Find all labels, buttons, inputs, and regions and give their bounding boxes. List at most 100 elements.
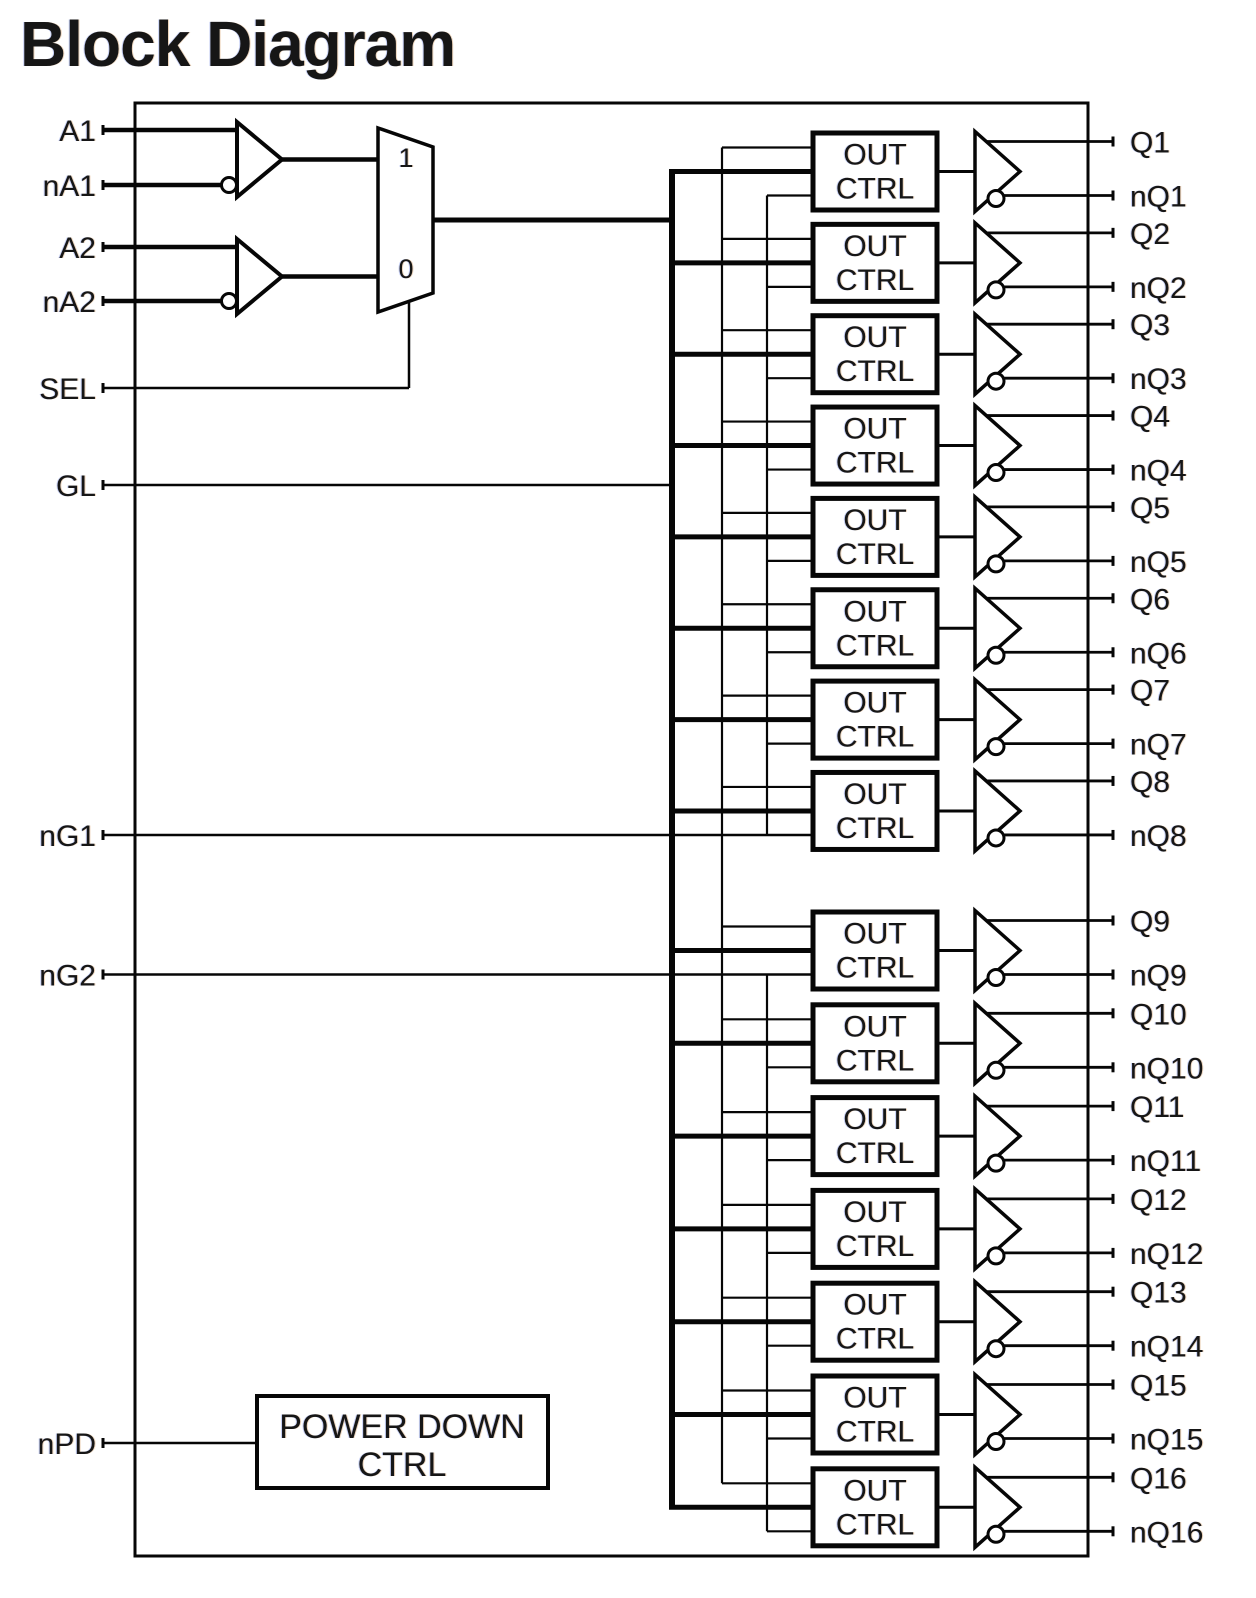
pin-label-q2: Q2 bbox=[1130, 218, 1170, 251]
out-ctrl-label-line1: OUT bbox=[843, 918, 906, 951]
pin-label-gl: GL bbox=[56, 470, 96, 503]
pin-label-ng1: nG1 bbox=[39, 820, 96, 853]
diagram-graphics: A1nA1A2nA2SELGLnG1nG2nPD10OUTCTRLQ1nQ1OU… bbox=[38, 101, 1203, 1558]
pin-label-q1: Q1 bbox=[1130, 127, 1170, 160]
input-buffer-2-invert-bubble bbox=[220, 292, 238, 310]
pin-label-q15: Q15 bbox=[1130, 1370, 1187, 1403]
output-buffer-invert-bubble bbox=[986, 189, 1006, 208]
out-ctrl-label-line1: OUT bbox=[843, 687, 906, 720]
pin-label-na2: nA2 bbox=[43, 286, 96, 319]
out-ctrl-label-line1: OUT bbox=[843, 1196, 906, 1229]
out-ctrl-label-line1: OUT bbox=[843, 1382, 906, 1415]
input-buffer-2 bbox=[235, 234, 286, 319]
pin-label-npd: nPD bbox=[38, 1428, 96, 1461]
pin-label-nq1: nQ1 bbox=[1130, 181, 1187, 214]
out-ctrl-label-line2: CTRL bbox=[836, 264, 914, 297]
pin-label-nq14: nQ14 bbox=[1130, 1331, 1203, 1364]
output-buffer-invert-bubble bbox=[986, 737, 1006, 757]
pin-label-nq12: nQ12 bbox=[1130, 1238, 1203, 1271]
output-buffer-invert-bubble bbox=[986, 1060, 1006, 1080]
out-ctrl-label-line1: OUT bbox=[843, 1289, 906, 1322]
out-ctrl-label-line1: OUT bbox=[843, 1103, 906, 1136]
out-ctrl-box bbox=[810, 587, 940, 670]
pin-label-nq15: nQ15 bbox=[1130, 1424, 1203, 1457]
pin-label-q13: Q13 bbox=[1130, 1277, 1187, 1310]
output-buffer-invert-bubble bbox=[986, 280, 1006, 300]
pin-label-nq7: nQ7 bbox=[1130, 729, 1187, 762]
pin-label-a2: A2 bbox=[59, 232, 96, 265]
output-buffer-invert-bubble bbox=[986, 1524, 1006, 1544]
output-buffer-invert-bubble bbox=[986, 968, 1006, 987]
out-ctrl-box bbox=[810, 130, 940, 213]
out-ctrl-label-line2: CTRL bbox=[836, 629, 914, 662]
output-buffer-invert-bubble bbox=[986, 463, 1006, 483]
output-buffer-invert-bubble bbox=[986, 1246, 1006, 1266]
pin-label-nq16: nQ16 bbox=[1130, 1516, 1203, 1549]
pin-label-nq9: nQ9 bbox=[1130, 960, 1187, 993]
out-ctrl-label-line2: CTRL bbox=[836, 1323, 914, 1356]
out-ctrl-label-line1: OUT bbox=[843, 321, 906, 354]
input-buffer-1-invert-bubble bbox=[220, 176, 238, 194]
input-buffer-1 bbox=[235, 117, 286, 202]
output-buffer-invert-bubble bbox=[986, 1339, 1006, 1359]
mux bbox=[376, 125, 435, 315]
out-ctrl-label-line1: OUT bbox=[843, 1474, 906, 1507]
pin-label-nq10: nQ10 bbox=[1130, 1052, 1203, 1085]
output-buffer-invert-bubble bbox=[986, 371, 1006, 391]
out-ctrl-label-line2: CTRL bbox=[836, 952, 914, 985]
pin-label-q3: Q3 bbox=[1130, 309, 1170, 342]
pin-label-q8: Q8 bbox=[1130, 766, 1170, 799]
out-ctrl-label-line2: CTRL bbox=[836, 1416, 914, 1449]
pin-label-q16: Q16 bbox=[1130, 1462, 1187, 1495]
mux-input-1-label: 1 bbox=[398, 143, 413, 173]
pin-label-ng2: nG2 bbox=[39, 960, 96, 993]
out-ctrl-label-line1: OUT bbox=[843, 778, 906, 811]
pin-label-nq6: nQ6 bbox=[1130, 637, 1187, 670]
out-ctrl-box bbox=[810, 495, 940, 578]
output-buffer-invert-bubble bbox=[986, 1153, 1006, 1173]
pin-label-nq3: nQ3 bbox=[1130, 363, 1187, 396]
power-down-label-line2: CTRL bbox=[358, 1446, 447, 1484]
out-ctrl-label-line1: OUT bbox=[843, 139, 906, 172]
pin-label-q4: Q4 bbox=[1130, 401, 1170, 434]
output-buffer-invert-bubble bbox=[986, 1432, 1006, 1451]
out-ctrl-label-line2: CTRL bbox=[836, 1230, 914, 1263]
out-ctrl-label-line1: OUT bbox=[843, 230, 906, 263]
out-ctrl-label-line2: CTRL bbox=[836, 1137, 914, 1170]
diagram-border bbox=[133, 101, 1090, 1558]
pin-label-a1: A1 bbox=[59, 115, 96, 148]
out-ctrl-label-line2: CTRL bbox=[836, 1044, 914, 1077]
mux-input-0-label: 0 bbox=[398, 254, 413, 284]
pin-label-nq11: nQ11 bbox=[1130, 1145, 1201, 1178]
out-ctrl-label-line2: CTRL bbox=[836, 1508, 914, 1541]
pin-label-na1: nA1 bbox=[43, 170, 96, 203]
out-ctrl-label-line1: OUT bbox=[843, 504, 906, 537]
out-ctrl-label-line1: OUT bbox=[843, 413, 906, 446]
pin-label-q11: Q11 bbox=[1130, 1091, 1184, 1124]
pin-label-nq4: nQ4 bbox=[1130, 455, 1187, 488]
page-title: Block Diagram bbox=[20, 8, 455, 80]
output-buffer-invert-bubble bbox=[986, 554, 1006, 574]
output-buffer-invert-bubble bbox=[986, 828, 1006, 848]
out-ctrl-label-line2: CTRL bbox=[836, 812, 914, 845]
pin-label-q10: Q10 bbox=[1130, 998, 1187, 1031]
output-buffer-invert-bubble bbox=[986, 645, 1006, 665]
pin-label-nq2: nQ2 bbox=[1130, 272, 1187, 305]
out-ctrl-box bbox=[810, 1466, 940, 1549]
pin-label-nq8: nQ8 bbox=[1130, 820, 1187, 853]
out-ctrl-label-line2: CTRL bbox=[836, 173, 914, 206]
pin-label-q6: Q6 bbox=[1130, 583, 1170, 616]
power-down-ctrl-box bbox=[255, 1394, 550, 1490]
out-ctrl-label-line2: CTRL bbox=[836, 721, 914, 754]
pin-label-q12: Q12 bbox=[1130, 1184, 1187, 1217]
pin-label-q9: Q9 bbox=[1130, 906, 1170, 939]
out-ctrl-label-line2: CTRL bbox=[836, 447, 914, 480]
pin-label-q5: Q5 bbox=[1130, 492, 1170, 525]
power-down-label-line1: POWER DOWN bbox=[279, 1408, 525, 1446]
out-ctrl-box bbox=[810, 1373, 940, 1456]
out-ctrl-label-line2: CTRL bbox=[836, 538, 914, 571]
out-ctrl-label-line1: OUT bbox=[843, 1010, 906, 1043]
pin-label-nq5: nQ5 bbox=[1130, 546, 1187, 579]
out-ctrl-label-line1: OUT bbox=[843, 595, 906, 628]
